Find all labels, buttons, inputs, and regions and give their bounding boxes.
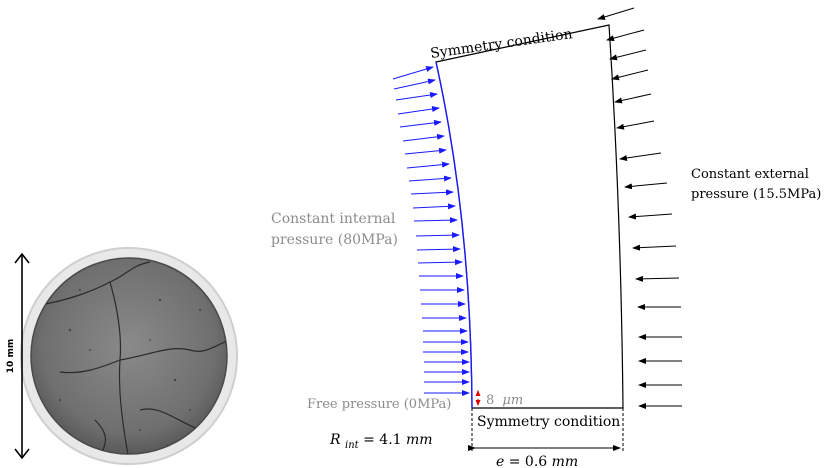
pellet-image xyxy=(20,247,238,465)
internal-pressure-arrows xyxy=(392,66,470,396)
thickness-label: e = 0.6 mm xyxy=(496,454,578,468)
cladding-domain xyxy=(435,24,624,409)
thickness-unit: mm xyxy=(552,454,579,468)
inner-boundary xyxy=(435,61,473,409)
pellet-surface xyxy=(30,257,228,455)
internal-pressure-label-line2: pressure (80MPa) xyxy=(271,232,398,248)
rint-unit: mm xyxy=(406,432,433,448)
dimension-lines xyxy=(468,408,624,452)
thickness-symbol: e xyxy=(496,454,504,468)
top-symmetry-label: Symmetry condition xyxy=(429,26,573,62)
thickness-value: = 0.6 xyxy=(509,454,552,468)
gap-value: 8 xyxy=(486,393,494,408)
pellet-cracks xyxy=(39,261,227,454)
pellet-specks xyxy=(58,289,201,431)
external-pressure-label-line1: Constant external xyxy=(691,167,809,182)
gap-unit: μm xyxy=(502,393,523,408)
rint-value: = 4.1 xyxy=(363,432,406,448)
bottom-symmetry-label: Symmetry condition xyxy=(477,414,620,430)
external-pressure-label-line2: pressure (15.5MPa) xyxy=(691,187,821,202)
free-pressure-label: Free pressure (0MPa) xyxy=(307,397,451,412)
rint-label: R int = 4.1 mm xyxy=(329,432,433,452)
pellet-scale-bar xyxy=(14,252,30,460)
rint-symbol: R xyxy=(329,432,341,448)
internal-pressure-label-line1: Constant internal xyxy=(271,211,396,227)
external-pressure-arrows xyxy=(597,7,682,409)
pellet-scale-label: 10 mm xyxy=(6,339,16,373)
rint-subscript: int xyxy=(345,440,360,451)
gap-label: 8 μm xyxy=(486,393,523,408)
